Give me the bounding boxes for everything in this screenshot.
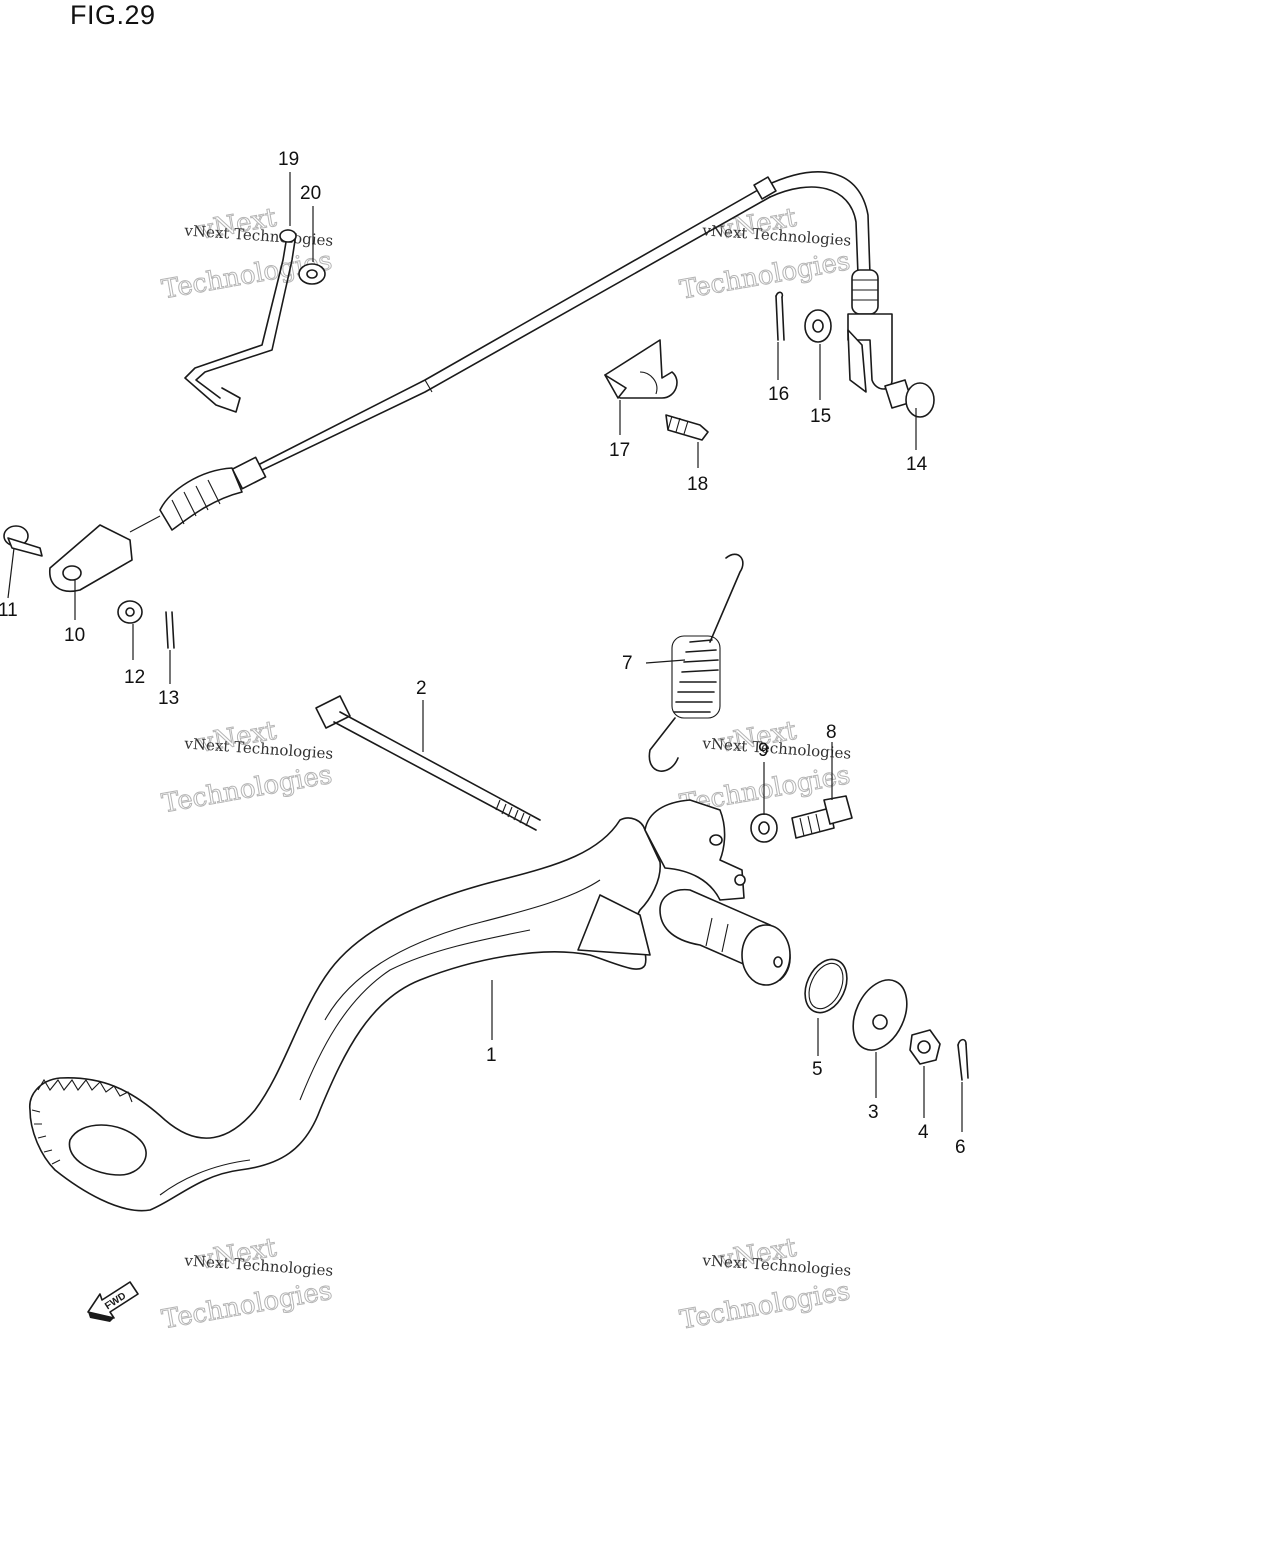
watermark-big-line2: Technologies (678, 246, 853, 305)
part-12-washer (117, 600, 143, 624)
fwd-arrow: FWD (87, 1281, 139, 1322)
callout-12: 12 (124, 667, 145, 688)
watermark-small: vNext Technologies (183, 734, 334, 762)
watermark-small: vNext Technologies (183, 1251, 334, 1279)
callout-17: 17 (609, 440, 630, 461)
callout-20: 20 (300, 183, 321, 204)
callout-4: 4 (918, 1122, 929, 1143)
callout-19: 19 (278, 149, 299, 170)
watermark-bottom-left: vNext Technologies vNext Technologies (159, 1232, 335, 1336)
watermark-small: vNext Technologies (183, 221, 334, 249)
part-8-bolt (791, 795, 853, 839)
cable-left-boot (49, 456, 267, 592)
callout-2: 2 (416, 678, 427, 699)
callout-numbers: 19 20 16 15 14 17 18 11 10 12 13 7 2 8 9… (0, 149, 966, 1158)
part-9-collar (750, 813, 778, 843)
callout-6: 6 (955, 1137, 966, 1158)
watermark-big-line2: Technologies (160, 1276, 335, 1335)
watermark-mid-left: vNext Technologies vNext Technologies (159, 715, 335, 820)
part-19-rod (184, 229, 297, 413)
part-18-bolt (665, 414, 709, 441)
callout-5: 5 (812, 1059, 823, 1080)
watermark-bottom-right: vNext Technologies vNext Technologies (677, 1232, 853, 1336)
callout-11: 11 (0, 600, 18, 621)
watermark-big-line2: Technologies (678, 1276, 853, 1335)
callout-8: 8 (826, 722, 837, 743)
part-16-cotter-pin (775, 291, 785, 341)
part-11-pin (3, 525, 43, 557)
watermark-top-right: vNext Technologies vNext Technologies (677, 202, 853, 306)
part-3-washer (852, 979, 908, 1051)
callout-14: 14 (906, 454, 928, 475)
figure-title: FIG.29 (70, 0, 156, 30)
watermark-top-left: vNext Technologies vNext Technologies (159, 202, 335, 306)
part-15-washer (804, 309, 832, 343)
part-14-pin (884, 379, 935, 418)
callout-18: 18 (687, 474, 708, 495)
part-5-o-ring (804, 958, 848, 1014)
part-20-washer (298, 263, 326, 285)
callout-16: 16 (768, 384, 789, 405)
callout-9: 9 (758, 740, 769, 761)
callout-7: 7 (622, 653, 633, 674)
callout-10: 10 (64, 625, 85, 646)
callout-3: 3 (868, 1102, 879, 1123)
part-2-long-bolt (315, 695, 541, 831)
part-7-spring (648, 553, 744, 772)
leader-lines (7, 172, 963, 1132)
cable-right-boot (847, 269, 893, 393)
part-1-brake-pedal (29, 799, 791, 1212)
brake-cable (49, 171, 893, 592)
part-4-nut (909, 1029, 941, 1065)
callout-13: 13 (158, 688, 179, 709)
watermark-big-line2: Technologies (160, 760, 335, 819)
part-17-bracket (604, 339, 678, 399)
part-13-cotter-pin (165, 611, 175, 649)
callout-1: 1 (486, 1045, 497, 1066)
callout-15: 15 (810, 406, 831, 427)
part-6-cotter-pin (957, 1038, 969, 1081)
